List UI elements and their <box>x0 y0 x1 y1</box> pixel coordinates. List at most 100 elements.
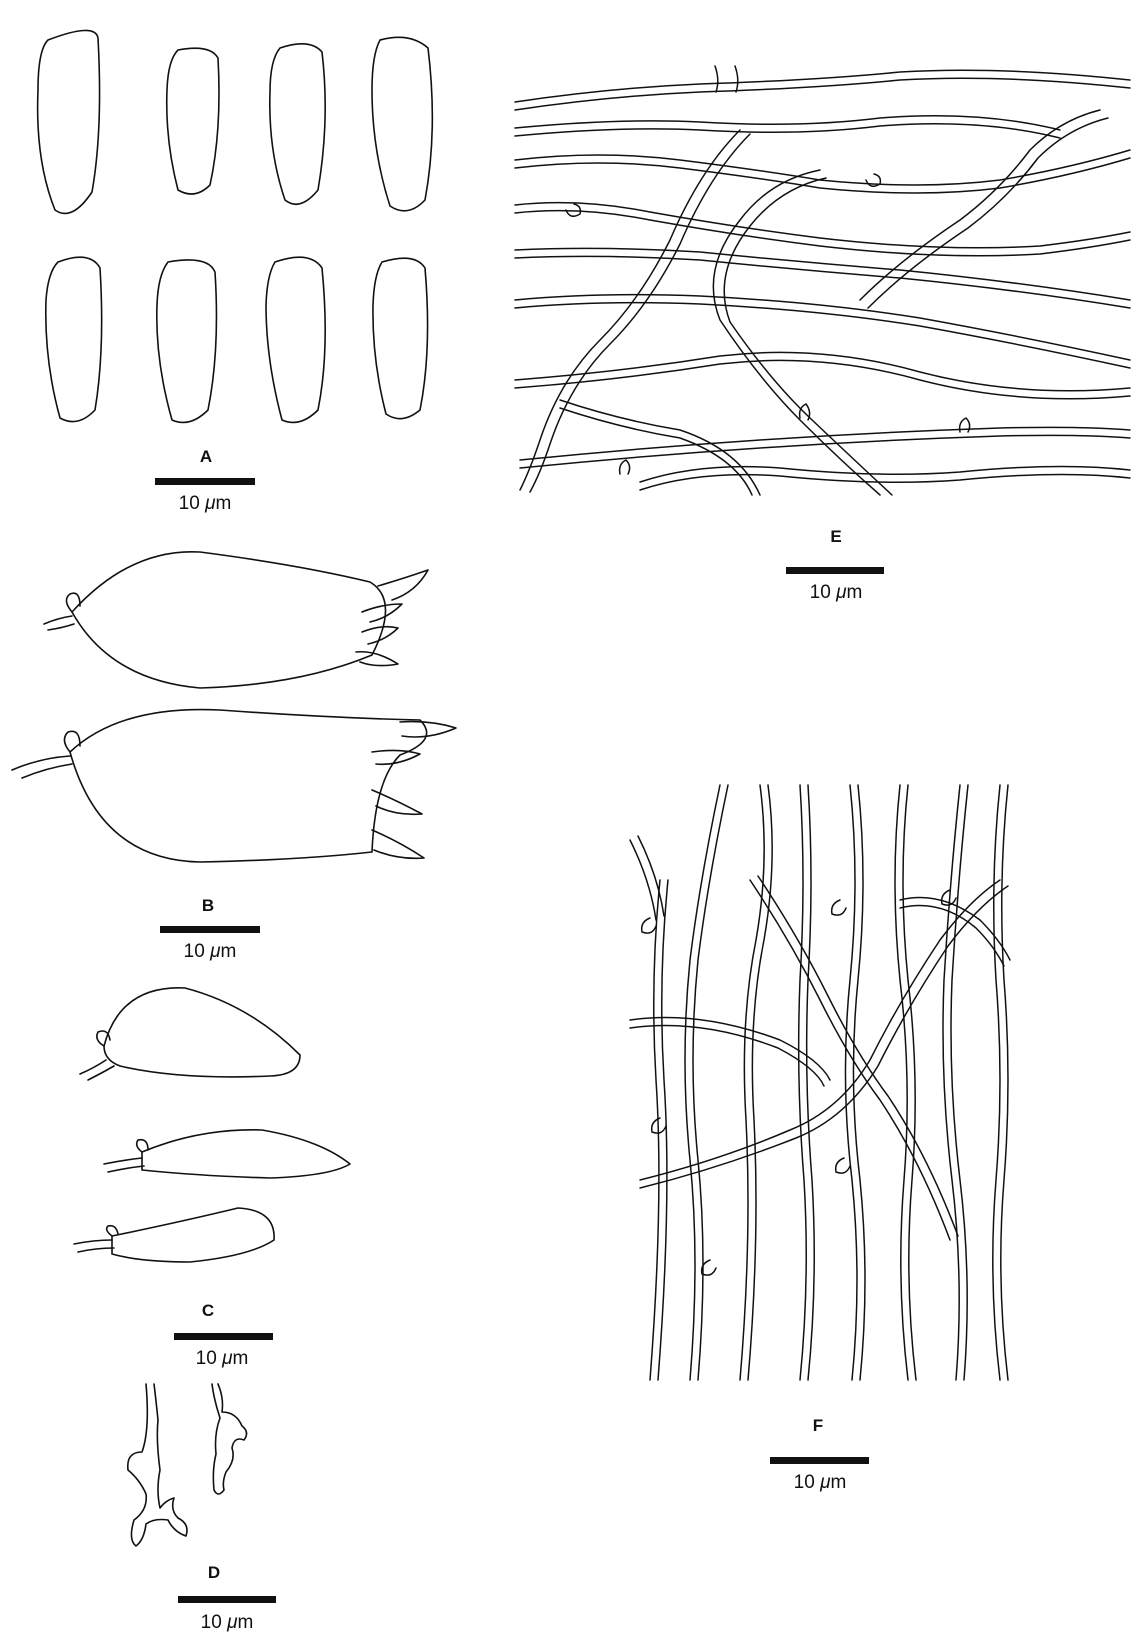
hypha <box>514 157 1131 194</box>
hypha <box>514 293 1131 361</box>
hypha <box>519 434 1131 469</box>
hypha <box>519 129 741 491</box>
clamp-connection <box>830 899 847 916</box>
hypha <box>514 201 1131 249</box>
sterigma <box>355 650 399 667</box>
hypha <box>514 114 1061 131</box>
basidiole <box>103 987 301 1078</box>
hypha <box>692 784 729 1381</box>
hypha <box>514 351 1131 392</box>
panel-d-scale-bar <box>178 1596 276 1603</box>
hypha <box>867 117 1109 309</box>
panel-b-scale-label: 10 μm <box>184 941 237 962</box>
panel-f-scale-label: 10 μm <box>794 1472 847 1493</box>
hypha <box>894 784 909 1381</box>
clamp-connection <box>865 173 882 187</box>
hypha <box>629 1016 831 1081</box>
hypha <box>712 169 881 496</box>
clamp-connection <box>565 203 582 217</box>
panel-c-scale-label: 10 μm <box>196 1348 249 1369</box>
panel-f-scale-bar <box>770 1457 869 1464</box>
panel-d-scale-label: 10 μm <box>201 1612 254 1633</box>
spore <box>372 257 429 420</box>
dendrohyphidium <box>126 1383 188 1547</box>
spore <box>44 256 103 423</box>
hypha <box>805 784 815 1381</box>
hypha <box>639 465 1131 483</box>
clamp-connection <box>618 459 631 475</box>
panel-e-letter: E <box>830 527 841 546</box>
basidium-clamp <box>11 730 81 779</box>
basidium <box>69 708 428 863</box>
panel-a-scale-label: 10 μm <box>179 493 232 514</box>
hypha <box>902 784 917 1381</box>
clamp-connection <box>700 1259 717 1276</box>
basidium <box>71 550 387 689</box>
panel-a-scale-bar <box>155 478 255 485</box>
panel-a-basidiospores <box>36 29 434 424</box>
spore <box>265 256 326 424</box>
spore <box>371 36 434 212</box>
hypha <box>1000 784 1009 1381</box>
sterigma <box>371 749 421 766</box>
panel-b-scale-bar <box>160 926 260 933</box>
basidiole-base <box>103 1138 149 1173</box>
sterigma <box>361 603 403 623</box>
sterigma <box>371 829 425 860</box>
hypha <box>514 149 1131 186</box>
hypha <box>639 473 1131 491</box>
panel-c-basidioles <box>73 987 351 1263</box>
panel-e-scale-bar <box>786 567 884 574</box>
hypha <box>747 784 773 1381</box>
hypha <box>723 177 893 496</box>
hypha <box>514 255 1131 309</box>
hypha <box>950 784 969 1381</box>
hypha <box>559 399 761 496</box>
panel-e-subicular-hyphae <box>514 65 1131 496</box>
panel-c-scale-bar <box>174 1333 273 1340</box>
hypha <box>797 784 807 1381</box>
hypha <box>657 879 669 1381</box>
hypha-branch <box>714 65 739 93</box>
sterigma <box>371 789 423 816</box>
hypha <box>684 784 721 1381</box>
hypha <box>844 784 858 1381</box>
clamp-connection <box>958 417 971 433</box>
sterigma <box>399 720 457 738</box>
panel-b-basidia <box>11 550 457 863</box>
spore <box>155 259 218 424</box>
clamp-connection <box>798 403 811 421</box>
hypha <box>649 879 661 1381</box>
hypha <box>529 133 751 493</box>
hypha <box>757 875 959 1237</box>
hypha <box>899 896 1011 961</box>
hypha <box>514 359 1131 400</box>
spore <box>36 29 101 215</box>
hypha <box>514 122 1061 139</box>
hypha <box>852 784 866 1381</box>
panel-e-scale-label: 10 μm <box>810 582 863 603</box>
hypha <box>639 885 1009 1189</box>
spore <box>165 47 220 195</box>
hypha <box>559 407 753 496</box>
dendrohyphidium <box>211 1383 248 1495</box>
clamp-connection <box>834 1157 851 1174</box>
panel-a-letter: A <box>200 447 212 466</box>
panel-c-letter: C <box>202 1301 214 1320</box>
hypha <box>514 247 1131 301</box>
hypha <box>514 209 1131 257</box>
basidium-clamp <box>43 592 81 631</box>
sterigma <box>377 569 429 601</box>
hypha <box>749 879 951 1241</box>
panel-d-dendrohyphidia <box>126 1383 248 1547</box>
hypha <box>992 784 1001 1381</box>
hypha <box>639 879 1001 1181</box>
basidiole-base <box>79 1030 115 1081</box>
clamp-connection <box>640 917 657 934</box>
clamp-connection <box>940 889 957 906</box>
hypha <box>629 839 657 921</box>
hypha <box>629 1024 825 1087</box>
hypha <box>899 904 1005 967</box>
hypha <box>514 301 1131 369</box>
basidiole <box>111 1207 275 1263</box>
